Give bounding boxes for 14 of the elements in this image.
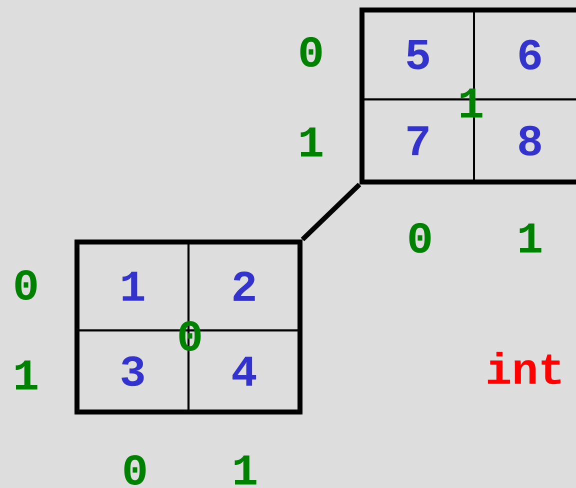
index-label: 1 [520, 224, 542, 252]
grid-box [74, 240, 302, 414]
index-label: 0 [409, 223, 431, 253]
index-label: 0 [124, 455, 146, 485]
index-label: 0 [15, 270, 37, 300]
index-label: 0 [300, 37, 322, 67]
connector-line [300, 182, 362, 242]
index-label: 1 [234, 456, 256, 484]
node-label: 1 [122, 272, 144, 301]
index-label: 1 [300, 128, 322, 156]
node-label: 5 [407, 40, 429, 70]
index-label: int [488, 352, 560, 384]
index-label: 1 [16, 360, 38, 390]
grid-box [360, 8, 576, 184]
